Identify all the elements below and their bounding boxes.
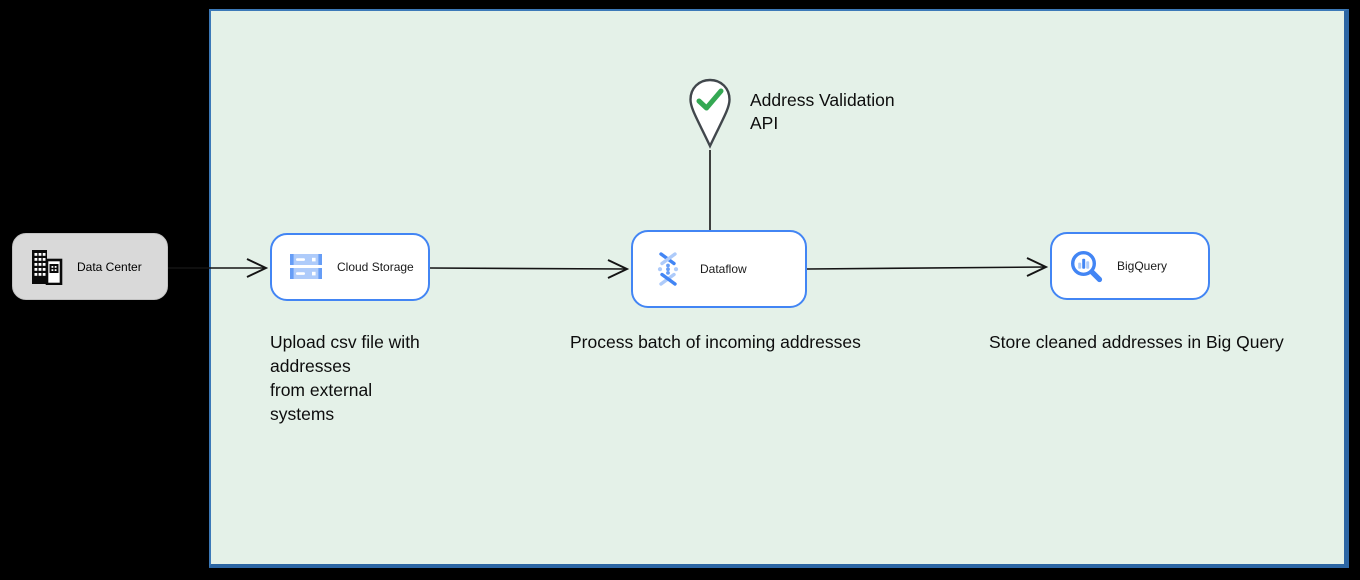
node-label: BigQuery bbox=[1117, 259, 1168, 273]
caption-bigquery: Store cleaned addresses in Big Query bbox=[989, 332, 1284, 352]
map-pin-check-icon bbox=[689, 78, 731, 149]
caption-dataflow: Process batch of incoming addresses bbox=[570, 332, 861, 352]
bigquery-icon bbox=[1070, 250, 1103, 283]
node-label: Cloud Storage bbox=[337, 260, 414, 274]
annotation-address-validation-api: Address Validation API bbox=[750, 90, 895, 133]
node-bigquery: BigQuery bbox=[1050, 232, 1210, 300]
node-dataflow: Dataflow bbox=[631, 230, 807, 308]
cloud-storage-icon bbox=[290, 254, 322, 279]
node-label: Data Center bbox=[77, 259, 142, 274]
node-cloud-storage: Cloud Storage bbox=[270, 233, 430, 301]
building-icon bbox=[32, 249, 63, 285]
node-data-center: Data Center bbox=[12, 233, 168, 300]
node-label: Dataflow bbox=[700, 262, 747, 276]
dataflow-icon bbox=[657, 252, 679, 286]
caption-cloud-storage: Upload csv file with addresses from exte… bbox=[270, 332, 420, 424]
